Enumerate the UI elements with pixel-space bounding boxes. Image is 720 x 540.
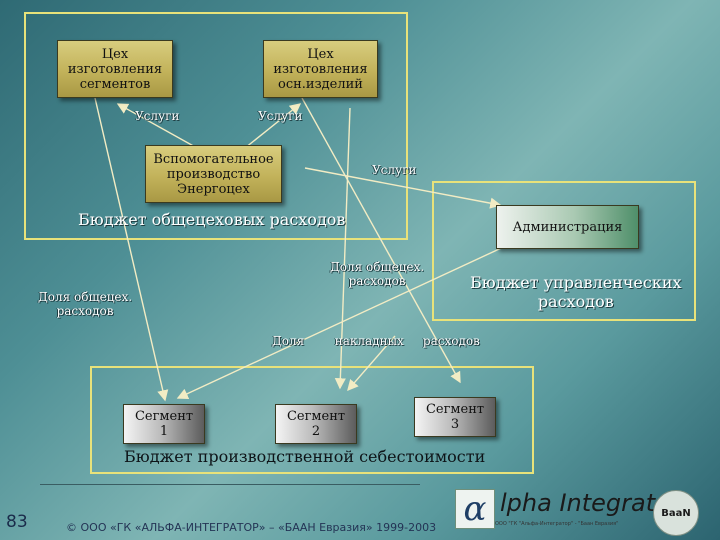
arrow-services-main-to-segment3: [301, 97, 461, 384]
segment-3-box: Сегмент 3: [414, 397, 496, 437]
footer-divider: [40, 484, 420, 485]
page-number: 83: [6, 512, 28, 532]
alpha-integrator-logo: α lpha Integrator ООО "ГК "Альфа-Интегра…: [455, 486, 720, 538]
logo-subtext: ООО "ГК "Альфа-Интегратор" - "Баан Евраз…: [495, 521, 619, 527]
administration-box: Администрация: [496, 205, 639, 249]
arrow-aux-to-main-shop: [239, 103, 302, 153]
production-cost-budget-title: Бюджет производственной себестоимости: [124, 447, 486, 466]
auxiliary-production-box: Вспомогательное производство Энергоцех: [145, 145, 282, 203]
alpha-icon: α: [455, 489, 495, 529]
services-label-1: Услуги: [135, 109, 180, 123]
segment-1-box: Сегмент 1: [123, 404, 205, 444]
arrow-indirect-to-segment2: [347, 335, 396, 392]
production-cost-frame: [90, 366, 534, 474]
shop-overhead-frame: [24, 12, 408, 240]
segment-2-box: Сегмент 2: [275, 404, 357, 444]
share-overhead-label-left: Доля общецех. расходов: [38, 290, 133, 318]
share-overhead-label-right: Доля общецех. расходов: [330, 260, 425, 288]
management-frame: [432, 181, 696, 321]
arrow-aux-to-admin: [304, 167, 502, 209]
share-indirect-label: Доля накладных расходов: [272, 334, 480, 348]
arrow-services-segments-to-segment1: [94, 97, 169, 402]
logo-text: lpha Integrator: [500, 489, 680, 517]
arrow-admin-to-segment1: [176, 243, 511, 399]
arrow-overhead-to-segment2: [334, 107, 351, 390]
shop-main-box: Цех изготовления осн.изделий: [263, 40, 378, 98]
copyright-text: © ООО «ГК «АЛЬФА-ИНТЕГРАТОР» – «БААН Евр…: [66, 521, 437, 534]
shop-segments-box: Цех изготовления сегментов: [57, 40, 173, 98]
baan-logo: BaaN: [653, 490, 699, 536]
services-label-3: Услуги: [372, 163, 417, 177]
services-label-2: Услуги: [258, 109, 303, 123]
management-budget-title: Бюджет управленческих расходов: [470, 273, 682, 311]
shop-overhead-budget-title: Бюджет общецеховых расходов: [78, 210, 346, 229]
